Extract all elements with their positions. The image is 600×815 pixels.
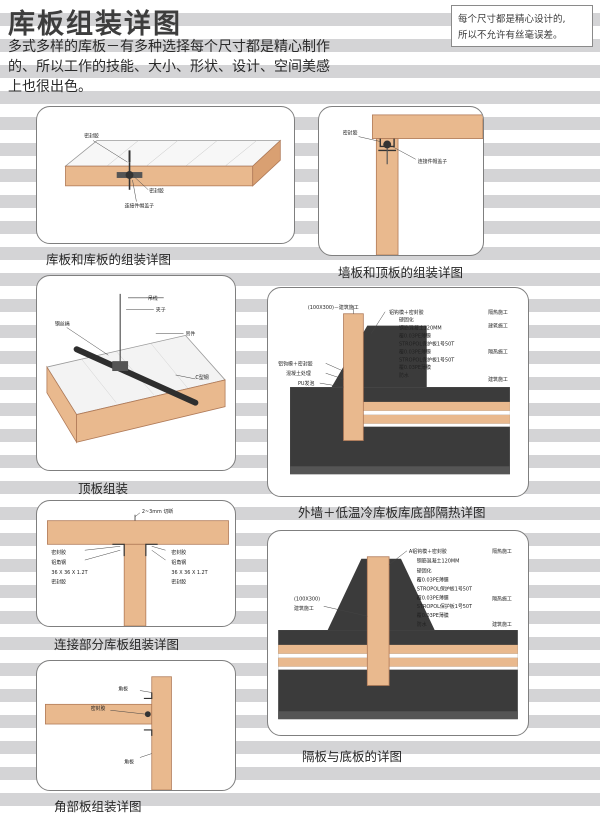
panel-to-panel-diagram: 密封胶 密封胶 连接件帽盖子	[36, 106, 295, 244]
pe2-label: 覆0.03PE薄膜	[399, 348, 431, 355]
sealant-label: 密封胶	[343, 130, 358, 137]
corner-bottom-label: 角板	[124, 758, 134, 765]
corner-caption: 角部板组装详图	[54, 799, 142, 814]
outer-wall-floor-drawing: (100X300)－建筑施工 铝钩模＋密封胶 硬固化 钢筋混凝土120MM 覆0…	[278, 304, 510, 475]
build-left-label: 建筑施工	[294, 605, 314, 612]
sealant-bottom-label: 密封胶	[149, 188, 164, 195]
size-r-label: 36 X 36 X 1.2T	[171, 570, 208, 576]
panel-to-panel-drawing: 密封胶 密封胶 连接件帽盖子	[64, 133, 282, 210]
waterproof-label: 防水	[399, 372, 409, 379]
panel-to-panel-caption: 库板和库板的组装详图	[46, 252, 172, 267]
hardening-label: 硬固化	[417, 568, 432, 575]
wall-ceiling-drawing: 密封胶 连接件帽盖子	[343, 114, 483, 255]
precision-note: 每个尺寸都是精心设计的, 所以不允许有丝毫误差。	[451, 5, 593, 47]
size-l-label: 36 X 36 X 1.2T	[51, 570, 88, 576]
stropol2-label: STROPOL保护板1号50T	[399, 356, 455, 363]
hanger-label: 吊线	[148, 295, 158, 302]
angle-l-label: 铝角钢	[51, 559, 66, 566]
connector-label: 连接件帽盖子	[418, 158, 448, 165]
corner-top-label: 角板	[118, 686, 128, 693]
angle-r-label: 铝角钢	[171, 559, 186, 566]
stropol1-label: STROPOL保护板1号50T	[399, 340, 455, 347]
corner-diagram: 角板 密封胶 角板	[36, 660, 236, 791]
waterproof-label: 防水	[417, 621, 427, 628]
sealant-r2-label: 密封胶	[171, 579, 186, 586]
sealant-r1-label: 密封胶	[171, 549, 186, 556]
sealant-label: 密封胶	[91, 705, 106, 712]
stropol2-label: STROPOL保护板1号50T	[417, 603, 473, 610]
concrete-treatment-label: 混凝土处理	[286, 370, 311, 377]
hardening-label: 硬固化	[399, 317, 414, 324]
sealant-top-label: 密封胶	[84, 133, 99, 140]
build-work2-label: 建筑施工	[488, 376, 508, 383]
rc-label: 钢筋混凝土120MM	[417, 558, 460, 565]
ceiling-assembly-diagram: 吊线 夹子 钢丝绳 吊件 C型钢	[36, 275, 236, 471]
connection-drawing: 2~3mm 切断 密封胶 铝角钢 36 X 36 X 1.2T 密封胶 密封胶 …	[47, 508, 229, 626]
dim-label: (100X300)	[294, 596, 320, 602]
partition-floor-drawing: A铝钩模＋密封胶 钢筋混凝土120MM 硬固化 覆0.03PE薄膜 STROPO…	[278, 548, 518, 720]
build-work1-label: 建筑施工	[488, 323, 508, 330]
wall-ceiling-caption: 墙板和顶板的组装详图	[338, 265, 464, 280]
pu-foam-label: PU发泡	[298, 380, 315, 387]
insul-work2-label: 隔热施工	[492, 595, 512, 602]
insul-work2-label: 隔热施工	[488, 348, 508, 355]
cut-label: 2~3mm 切断	[142, 508, 173, 515]
ceiling-assembly-drawing: 吊线 夹子 钢丝绳 吊件 C型钢	[46, 293, 226, 444]
connection-caption: 连接部分库板组装详图	[54, 637, 180, 652]
angle-sealant-label: A铝钩模＋密封胶	[409, 548, 447, 555]
intro-line: 多式多样的库板－有多种选择每个尺寸都是精心制作	[8, 39, 330, 55]
intro-line: 上也很出色。	[8, 79, 92, 95]
note-line: 每个尺寸都是精心设计的,	[458, 14, 566, 25]
dim-label: (100X300)－建筑施工	[308, 304, 359, 311]
pe3-label: 覆0.03PE薄膜	[417, 612, 449, 619]
ceiling-assembly-caption: 顶板组装	[78, 481, 129, 496]
partition-floor-caption: 隔板与底板的详图	[302, 749, 403, 764]
partition-floor-diagram: A铝钩模＋密封胶 钢筋混凝土120MM 硬固化 覆0.03PE薄膜 STROPO…	[267, 530, 529, 736]
angle-sealant-label: 铝钩模＋密封胶	[389, 309, 424, 316]
c-steel-label: C型钢	[195, 374, 208, 381]
rc-label: 钢筋混凝土120MM	[399, 325, 442, 332]
sealant-l1-label: 密封胶	[51, 549, 66, 556]
build-work-label: 建筑施工	[492, 621, 512, 628]
note-line: 所以不允许有丝毫误差。	[458, 30, 563, 41]
left-sealant-label: 铝钩模＋密封胶	[278, 360, 313, 367]
bolt-label: 吊件	[185, 330, 195, 337]
wall-ceiling-diagram: 密封胶 连接件帽盖子	[318, 106, 484, 256]
pe2-label: 覆0.03PE薄膜	[417, 594, 449, 601]
outer-wall-floor-caption: 外墙＋低温冷库板库底部隔热详图	[298, 505, 486, 520]
sealant-l2-label: 密封胶	[51, 579, 66, 586]
connection-diagram: 2~3mm 切断 密封胶 铝角钢 36 X 36 X 1.2T 密封胶 密封胶 …	[36, 500, 236, 627]
page-title: 库板组装详图	[8, 9, 182, 40]
outer-wall-floor-diagram: (100X300)－建筑施工 铝钩模＋密封胶 硬固化 钢筋混凝土120MM 覆0…	[267, 287, 529, 497]
intro-line: 的、所以工作的技能、大小、形状、设计、空间美感	[8, 59, 330, 75]
suspension-cable-label: 钢丝绳	[55, 320, 70, 327]
pe1-label: 覆0.03PE薄膜	[417, 577, 449, 584]
insul-work1-label: 隔热施工	[488, 309, 508, 316]
clamp-label: 夹子	[156, 307, 166, 314]
corner-drawing: 角板 密封胶 角板	[45, 676, 172, 790]
pe1-label: 覆0.03PE薄膜	[399, 333, 431, 340]
intro-paragraph: 多式多样的库板－有多种选择每个尺寸都是精心制作 的、所以工作的技能、大小、形状、…	[8, 37, 388, 97]
pe3-label: 覆0.03PE薄膜	[399, 364, 431, 371]
connector-label: 连接件帽盖子	[125, 203, 155, 210]
insul-work1-label: 隔热施工	[492, 548, 512, 555]
stropol1-label: STROPOL保护板1号50T	[417, 585, 473, 592]
